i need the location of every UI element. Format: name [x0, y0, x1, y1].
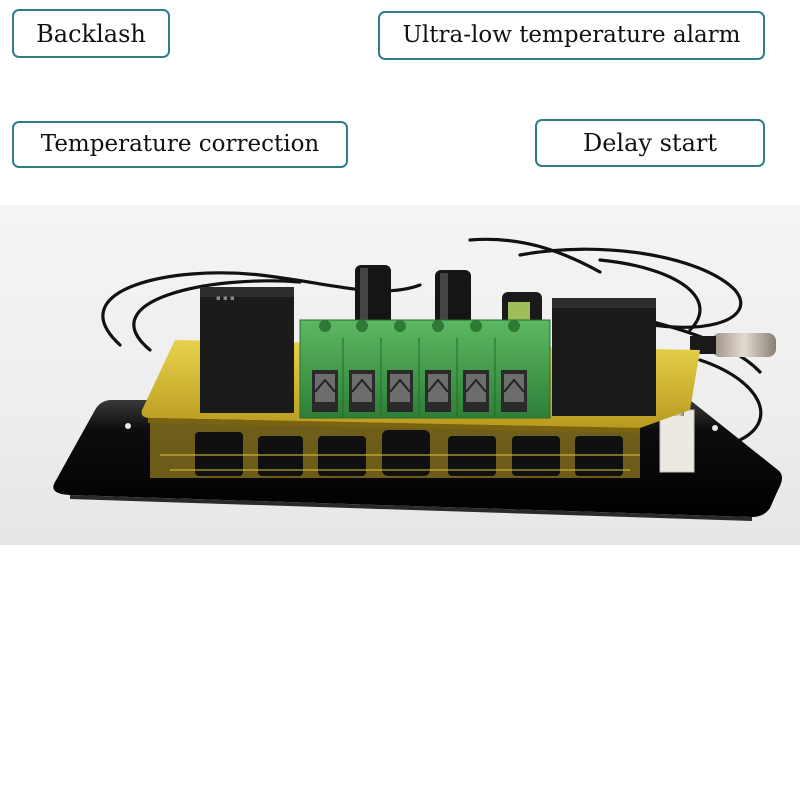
delay-start-label: Delay start — [535, 119, 765, 167]
controller-board-photo: ▪ ▪ ▪ — [0, 205, 800, 545]
mounting-holes — [125, 423, 718, 431]
left-relay: ▪ ▪ ▪ — [200, 287, 294, 413]
temperature-correction-label: Temperature correction — [12, 121, 348, 168]
lower-components — [195, 430, 623, 476]
ultra-low-temperature-alarm-label: Ultra-low temperature alarm — [378, 11, 765, 60]
right-relay — [552, 298, 656, 416]
terminal-screws — [312, 370, 527, 412]
electrolytic-capacitors — [355, 265, 542, 332]
standoff-spacer — [659, 409, 695, 473]
terminal-block — [299, 319, 551, 419]
temperature-probe — [712, 333, 776, 357]
relay-marking: ▪ ▪ ▪ — [216, 294, 235, 302]
backlash-label: Backlash — [12, 9, 170, 58]
